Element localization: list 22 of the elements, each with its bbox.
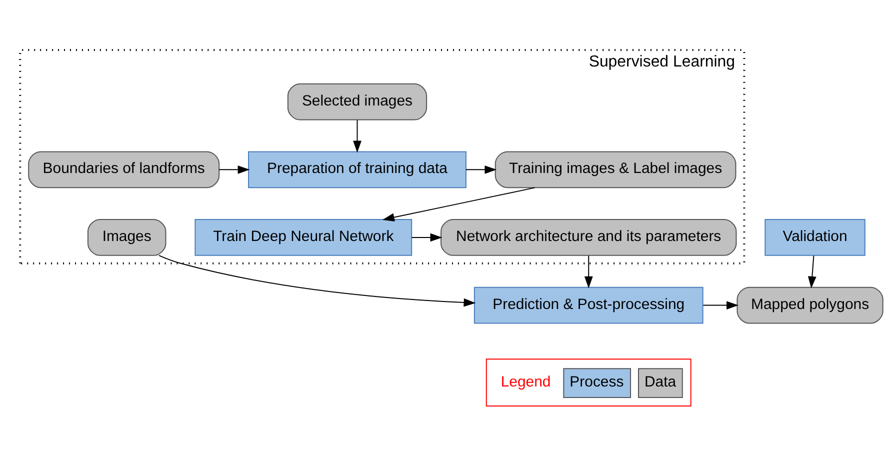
node-box: Training images & Label images [494,151,736,188]
arrow [411,233,442,242]
node-box: Images [87,219,166,256]
node-box: Prediction & Post-processing [474,286,704,324]
arrow [353,120,362,153]
node-box: Train Deep Neural Network [194,219,412,256]
node-box: Network architecture and its parameters [440,219,737,256]
node-box: Selected images [287,83,428,120]
node-box: Validation [764,219,866,256]
arrow [702,301,739,310]
arrow [808,255,816,288]
legend-label: Data [644,374,676,391]
arrow [218,165,250,174]
arrow [584,255,593,288]
node-box: Boundaries of landforms [28,151,220,188]
node-box: Mapped polygons [736,286,884,324]
label: Legend [500,374,551,391]
arrow [158,254,476,307]
node-box: Preparation of training data [248,151,466,188]
legend-label: Process [570,374,624,391]
arrow [382,187,536,222]
arrow [465,165,497,174]
